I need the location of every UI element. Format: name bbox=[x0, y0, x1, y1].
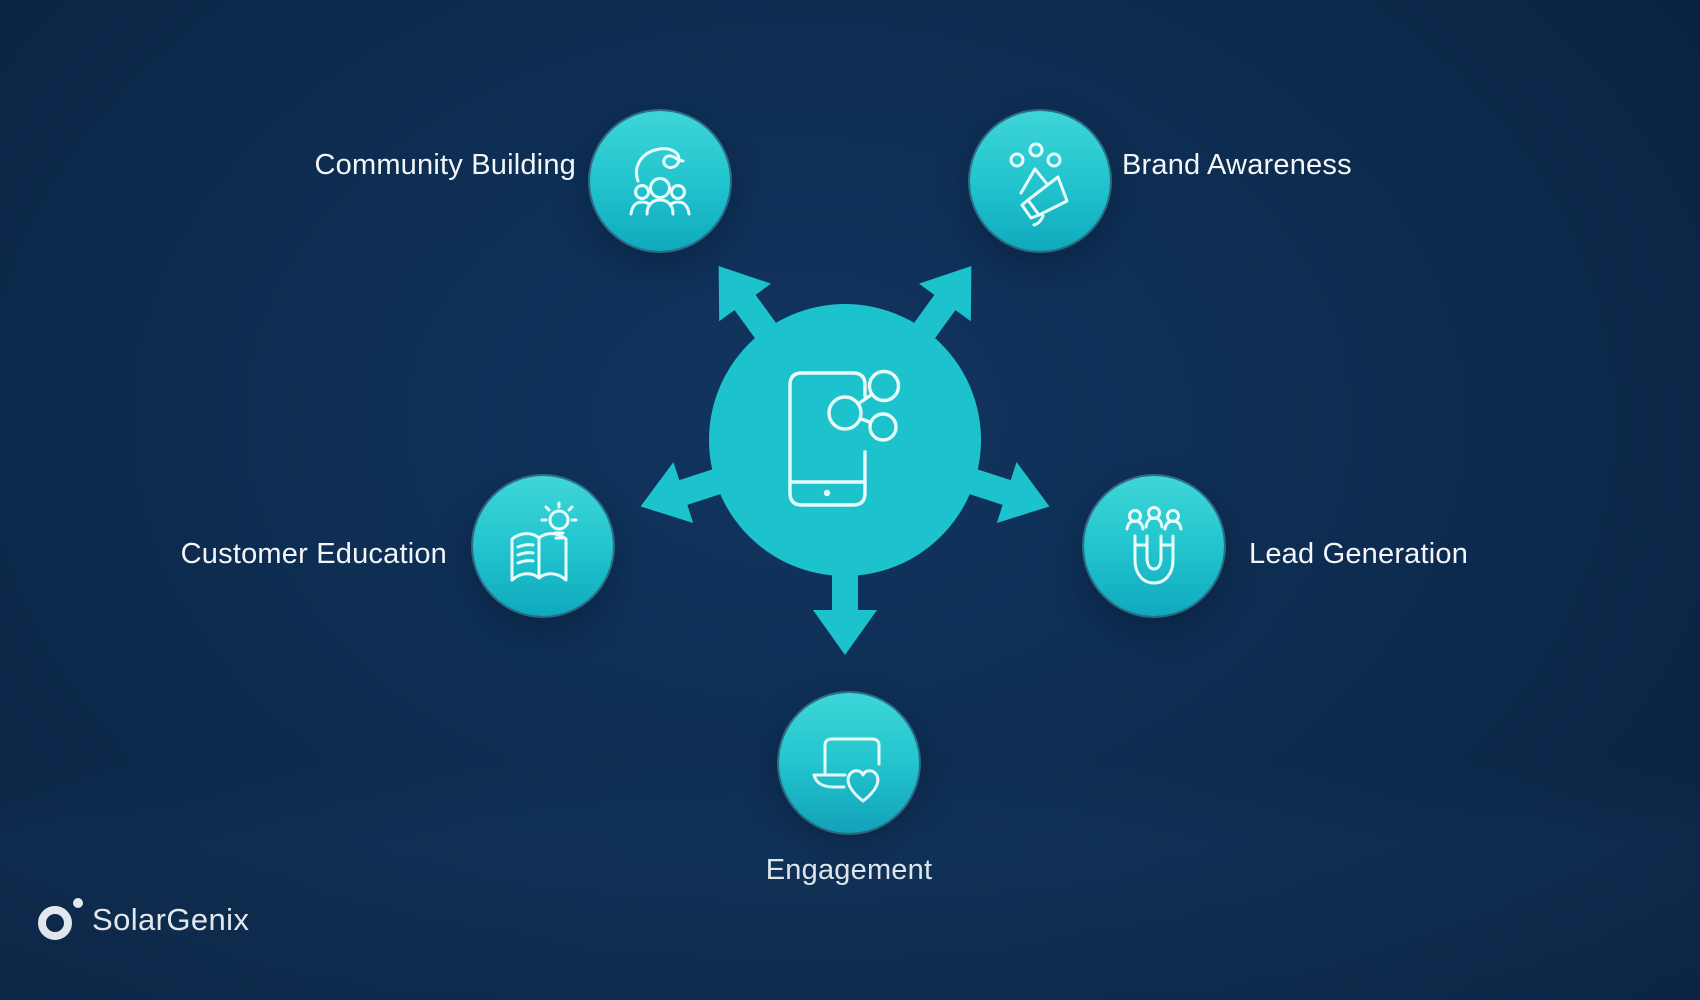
brand-logo: SolarGenix bbox=[38, 896, 249, 944]
label-brand-awareness: Brand Awareness bbox=[1122, 149, 1352, 181]
label-customer-education: Customer Education bbox=[180, 538, 447, 570]
laptop-heart-icon bbox=[812, 737, 881, 803]
node-brand-awareness bbox=[970, 111, 1110, 251]
node-engagement bbox=[779, 693, 919, 833]
magnet-people-icon bbox=[1125, 506, 1183, 585]
logo-ring-icon bbox=[38, 896, 86, 944]
open-book-lightbulb-icon bbox=[510, 501, 578, 582]
label-engagement: Engagement bbox=[765, 854, 933, 886]
logo-text: SolarGenix bbox=[92, 902, 250, 937]
hub-circle bbox=[709, 304, 981, 576]
node-lead-generation bbox=[1084, 476, 1224, 616]
central-hub bbox=[640, 266, 1050, 655]
label-lead-generation: Lead Generation bbox=[1249, 538, 1469, 570]
megaphone-audience-icon bbox=[1009, 142, 1069, 227]
phone-share-icon bbox=[788, 369, 901, 507]
label-community-building: Community Building bbox=[314, 149, 576, 181]
hand-over-people-icon bbox=[629, 147, 691, 216]
node-customer-education bbox=[473, 476, 613, 616]
node-community-building bbox=[590, 111, 730, 251]
